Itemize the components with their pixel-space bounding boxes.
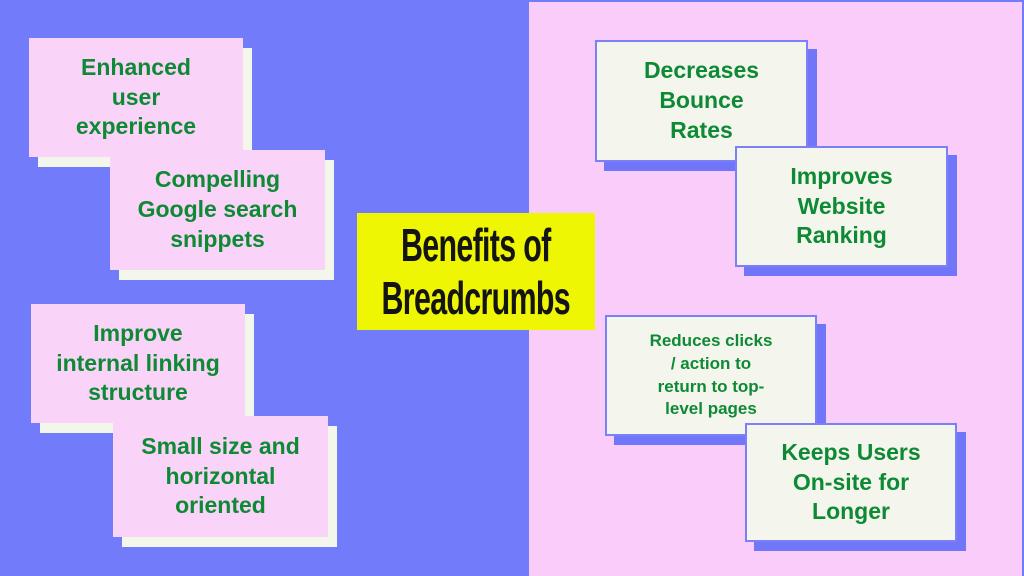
card-reduces-clicks: Reduces clicks / action to return to top… — [605, 315, 817, 436]
card-label: Enhanced user experience — [75, 53, 197, 140]
card-improve-internal-linking: Improve internal linking structure — [31, 304, 245, 423]
title-box: Benefits of Breadcrumbs — [357, 213, 595, 330]
card-label: Small size and horizontal oriented — [141, 432, 300, 519]
card-small-size-horizontal: Small size and horizontal oriented — [113, 416, 328, 537]
card-label: Decreases Bounce Rates — [643, 57, 760, 143]
card-keeps-users-onsite: Keeps Users On-site for Longer — [745, 423, 957, 542]
card-label: Improves Website Ranking — [790, 162, 893, 249]
card-improves-website-ranking: Improves Website Ranking — [735, 146, 948, 267]
card-label: Compelling Google search snippets — [137, 166, 298, 252]
card-decreases-bounce-rates: Decreases Bounce Rates — [595, 40, 808, 162]
card-enhanced-user-experience: Enhanced user experience — [29, 38, 243, 157]
card-label: Keeps Users On-site for Longer — [781, 438, 921, 525]
card-label: Reduces clicks / action to return to top… — [649, 330, 773, 419]
page-title: Benefits of Breadcrumbs — [381, 218, 571, 324]
card-compelling-google-snippets: Compelling Google search snippets — [110, 150, 325, 270]
card-label: Improve internal linking structure — [56, 319, 220, 406]
